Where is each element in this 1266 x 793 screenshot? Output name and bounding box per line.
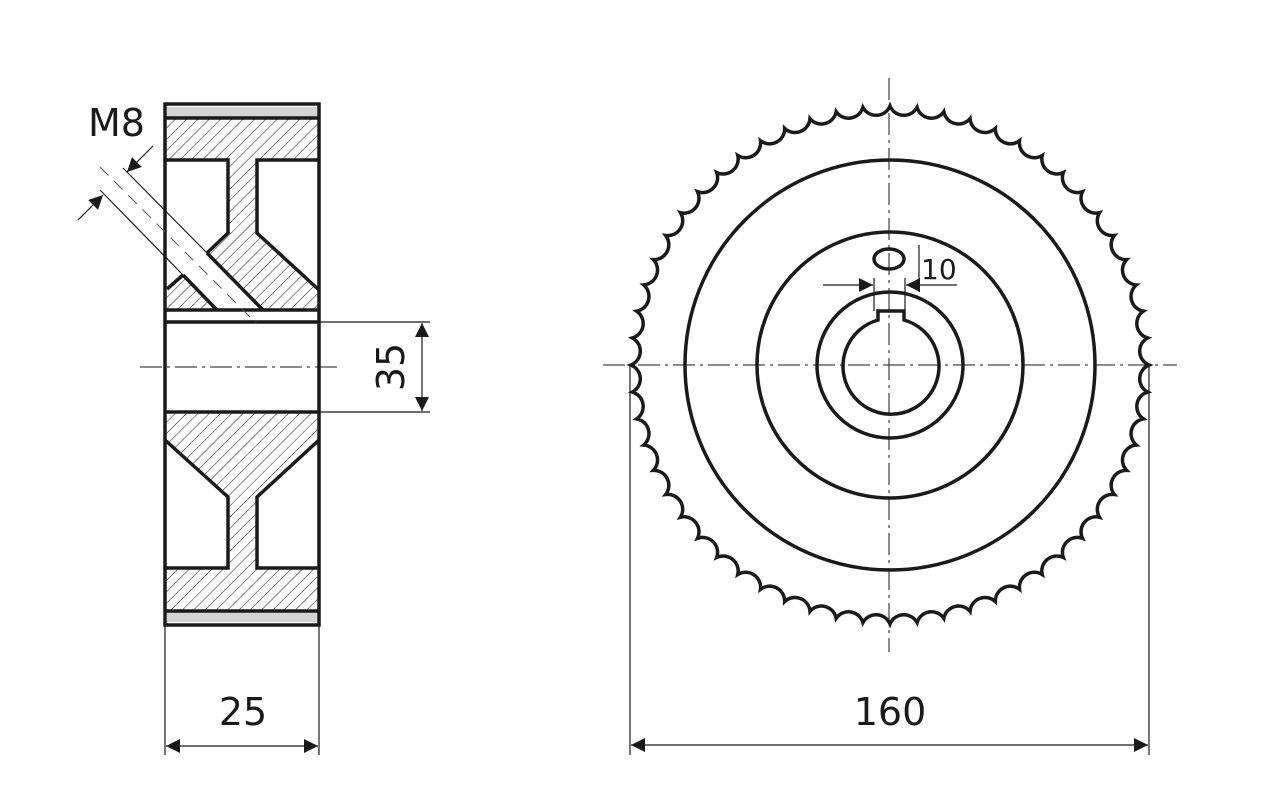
knurled-rim-outline xyxy=(626,101,1154,629)
thread-centerline xyxy=(99,166,258,325)
bore-dimension: 35 xyxy=(369,343,413,391)
hub-hatch-bottom xyxy=(165,412,319,568)
front-view: 10 160 xyxy=(603,78,1177,755)
m8-arrow-upper xyxy=(126,145,154,173)
rim-band-top xyxy=(167,107,317,117)
section-view: M8 35 25 xyxy=(77,101,430,755)
rim-hatch-top xyxy=(165,119,319,160)
thread-label: M8 xyxy=(88,101,145,145)
rim-band-bottom xyxy=(167,612,317,622)
section-outline xyxy=(163,102,321,627)
m8-arrow-lower xyxy=(77,194,104,221)
width-dimension: 25 xyxy=(219,690,267,734)
keyway-dimension: 10 xyxy=(921,253,957,286)
threaded-hole-band xyxy=(150,220,263,310)
rim-hatch-bottom xyxy=(165,568,319,611)
bore-with-keyway xyxy=(841,309,941,416)
diameter-dimension: 160 xyxy=(854,690,927,734)
